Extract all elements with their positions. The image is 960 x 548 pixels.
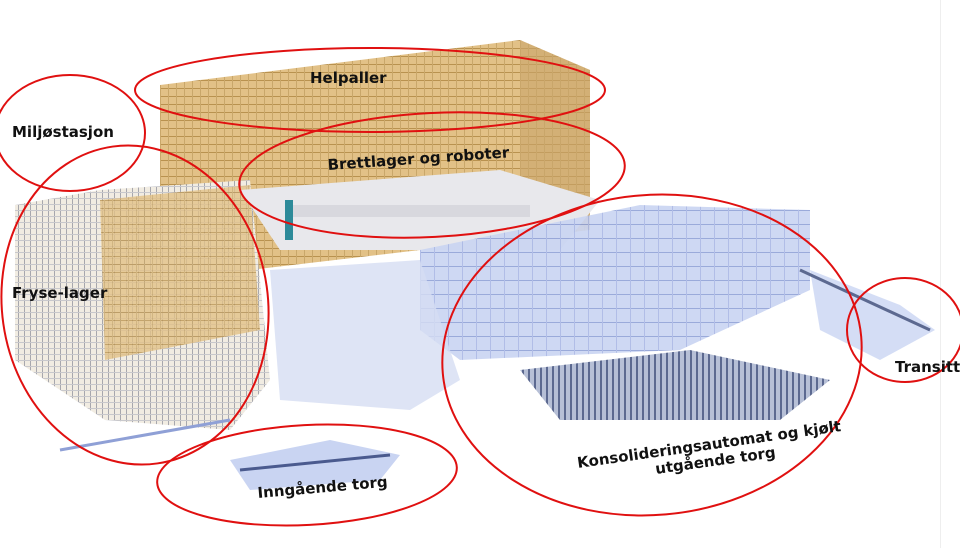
transitt-outline	[846, 277, 960, 383]
konsolidering-outline	[441, 193, 863, 517]
inngaende-outline	[156, 423, 458, 527]
divider	[940, 0, 941, 548]
brettlager-area	[240, 170, 600, 250]
label-transitt: Transitt	[895, 358, 960, 376]
label-fryselager: Fryse-lager	[12, 284, 108, 302]
fryselager-outline	[0, 144, 270, 466]
brettlager-outline	[238, 111, 626, 239]
helpaller-outline	[134, 47, 606, 133]
label-miljostasjon: Miljøstasjon	[12, 123, 114, 141]
konsolidering-building	[270, 205, 830, 420]
inngaende-area	[59, 418, 400, 490]
miljostasjon-outline	[0, 74, 146, 192]
transitt-conveyor	[799, 268, 935, 360]
fryselager-building	[15, 180, 270, 430]
label-helpaller: Helpaller	[310, 69, 387, 87]
